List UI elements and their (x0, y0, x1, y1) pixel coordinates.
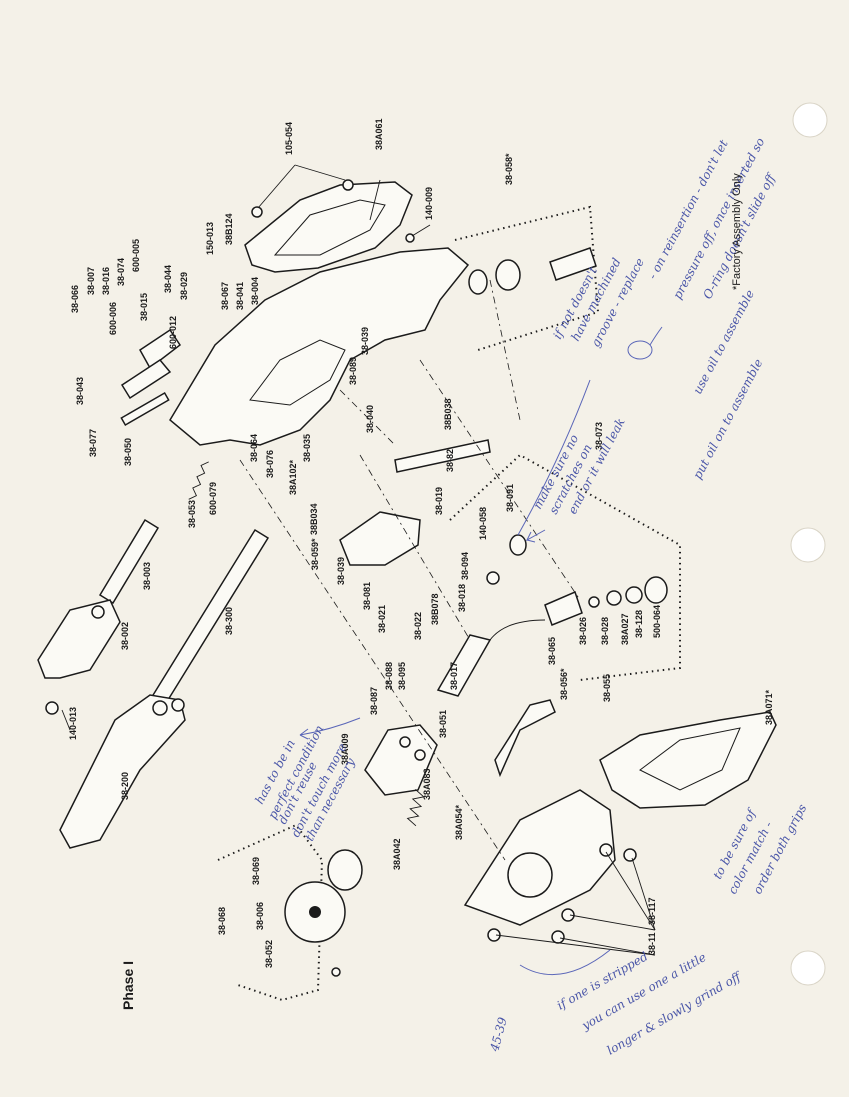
part-label-38-019: 38-019 (434, 487, 444, 515)
assembly-38-073-box (449, 453, 681, 681)
handwritten-hw-num: 45-39 (487, 1015, 510, 1053)
part-label-38-018: 38-018 (457, 584, 467, 612)
part-label-38-017: 38-017 (449, 662, 459, 690)
part-label-38-016: 38-016 (101, 267, 111, 295)
part-label-38-035: 38-035 (302, 434, 312, 462)
part-label-38-200: 38-200 (120, 772, 130, 800)
part-label-38-300: 38-300 (224, 607, 234, 635)
part-label-38-065: 38-065 (547, 637, 557, 665)
part-label-38A042: 38A042 (392, 838, 402, 870)
part-label-38-039a: 38-039 (360, 327, 370, 355)
part-label-38-059: 38-059* (310, 538, 320, 570)
part-label-38-015: 38-015 (139, 293, 149, 321)
part-label-38-073: 38-073 (594, 422, 604, 450)
part-label-38A083: 38A083 (422, 768, 432, 800)
part-label-38-82: 38-82 (445, 449, 455, 472)
punch-hole-top (792, 102, 828, 138)
part-label-38-006: 38-006 (255, 902, 265, 930)
part-label-38A027: 38A027 (620, 613, 630, 645)
page-title: Phase I (120, 961, 136, 1010)
part-label-38-067: 38-067 (220, 282, 230, 310)
part-label-38-050: 38-050 (123, 438, 133, 466)
part-label-38-091: 38-091 (505, 484, 515, 512)
part-label-38-069: 38-069 (251, 857, 261, 885)
cylinder-38A009 (364, 724, 438, 796)
part-label-600-079: 600-079 (208, 482, 218, 515)
handwritten-hw-strip3: longer & slowly grind off (605, 968, 746, 1057)
part-label-38-081: 38-081 (362, 582, 372, 610)
part-label-600-005: 600-005 (131, 239, 141, 272)
part-label-38A009: 38A009 (340, 733, 350, 765)
part-label-38-074: 38-074 (116, 258, 126, 286)
part-label-38-053: 38-053 (187, 500, 197, 528)
part-label-38B038: 38B038 (443, 398, 453, 430)
part-label-38A054: 38A054* (454, 804, 464, 840)
part-label-500-064: 500-064 (652, 605, 662, 638)
part-label-38-058: 38-058* (504, 153, 514, 185)
part-label-38-043: 38-043 (75, 377, 85, 405)
part-label-38-039b: 38-039 (336, 557, 346, 585)
part-label-38-087: 38-087 (369, 687, 379, 715)
part-label-38B034: 38B034 (309, 503, 319, 535)
part-label-38-022: 38-022 (413, 612, 423, 640)
part-label-140-013: 140-013 (68, 707, 78, 740)
part-label-600-006: 600-006 (108, 302, 118, 335)
barrel-housing-38-002 (37, 599, 121, 679)
part-label-38-076: 38-076 (265, 450, 275, 478)
part-label-38-041: 38-041 (235, 282, 245, 310)
part-label-38-094: 38-094 (460, 552, 470, 580)
part-label-38-066: 38-066 (70, 285, 80, 313)
part-label-38-11: 38-11 (647, 932, 657, 955)
punch-hole-bottom (790, 950, 826, 986)
part-label-150-013: 150-013 (205, 222, 215, 255)
part-label-38-089: 38-089 (348, 357, 358, 385)
part-label-38-026: 38-026 (578, 617, 588, 645)
part-label-38-056: 38-056* (559, 668, 569, 700)
part-label-38-128: 38-128 (634, 610, 644, 638)
barrel-38-300 (148, 528, 270, 710)
part-label-38-117: 38-117 (647, 897, 657, 925)
part-label-140-009: 140-009 (424, 187, 434, 220)
part-label-38-095: 38-095 (397, 662, 407, 690)
part-label-105-054: 105-054 (284, 122, 294, 155)
screws (45, 179, 637, 977)
part-label-38-007: 38-007 (86, 267, 96, 295)
part-label-38-052: 38-052 (264, 940, 274, 968)
part-label-38-021: 38-021 (377, 605, 387, 633)
part-label-38-088: 38-088 (384, 662, 394, 690)
part-label-38-055: 38-055 (602, 674, 612, 702)
part-label-38-040: 38-040 (365, 405, 375, 433)
factory-assembly-note: *Factory Assembly Only (731, 173, 743, 290)
barrel-housing-38-200 (59, 694, 186, 849)
part-label-38A102: 38A102* (288, 459, 298, 495)
punch-hole-middle (790, 527, 826, 563)
part-label-38-064: 38-064 (249, 434, 259, 462)
part-label-38-077: 38-077 (88, 429, 98, 457)
part-label-38-051: 38-051 (438, 710, 448, 738)
part-label-600-012: 600-012 (168, 316, 178, 349)
part-label-140-058: 140-058 (478, 507, 488, 540)
spring-38-053 (188, 461, 209, 500)
part-label-38B078: 38B078 (430, 593, 440, 625)
part-label-38-002: 38-002 (120, 622, 130, 650)
part-label-38A061: 38A061 (374, 118, 384, 150)
part-label-38-004: 38-004 (250, 277, 260, 305)
part-label-38A071: 38A071* (764, 689, 774, 725)
part-label-38-003: 38-003 (142, 562, 152, 590)
part-label-38-044: 38-044 (163, 265, 173, 293)
part-label-38B124: 38B124 (224, 213, 234, 245)
part-labels: 105-054 38A061 38-058* 140-009 150-013 38B124… (68, 118, 774, 968)
part-label-38-028: 38-028 (600, 617, 610, 645)
part-label-38-068: 38-068 (217, 907, 227, 935)
part-label-38-029: 38-029 (179, 272, 189, 300)
